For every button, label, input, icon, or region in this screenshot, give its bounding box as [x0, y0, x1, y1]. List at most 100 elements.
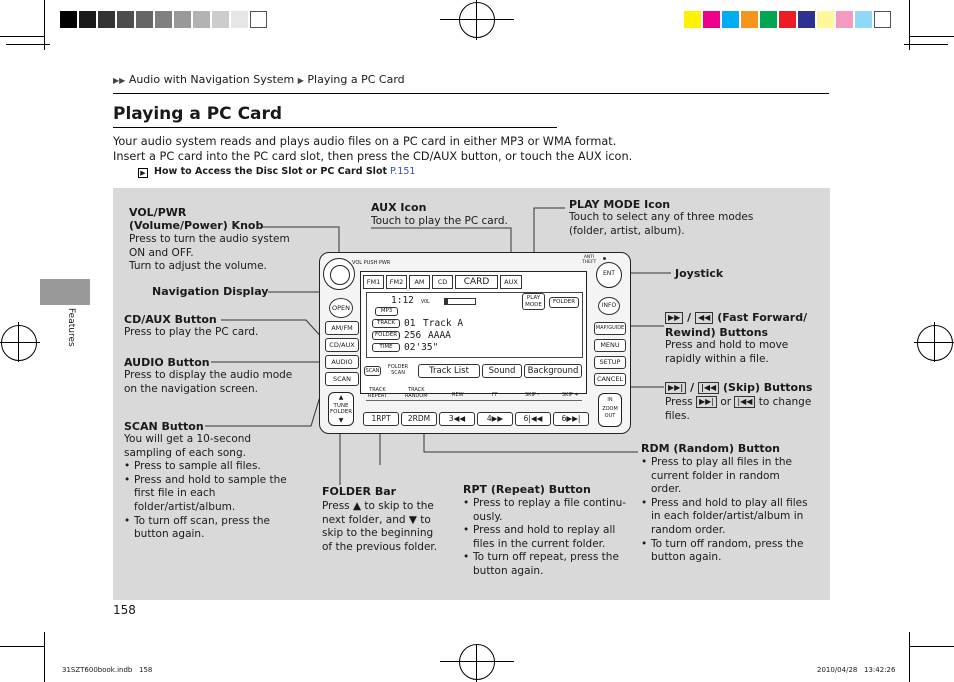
soft-folder-scan-1: FOLDER — [388, 364, 409, 370]
cd-aux-button[interactable]: CD/AUX — [325, 338, 359, 352]
setup-button[interactable]: SETUP — [594, 356, 626, 369]
breadcrumb-current: Playing a PC Card — [307, 73, 405, 86]
audio-desc-2: on the navigation screen. — [124, 382, 258, 395]
skip-desc-tail: to change — [758, 396, 812, 408]
footer-timestamp: 2010/04/28 13:42:26 — [817, 666, 896, 674]
audio-desc: Press to display the audio mode on the n… — [124, 369, 292, 396]
scan-desc-1: You will get a 10-second — [124, 433, 252, 445]
aux-icon[interactable]: AUX — [500, 275, 522, 289]
anti-theft-led — [603, 257, 606, 260]
open-button[interactable]: OPEN — [329, 298, 353, 318]
audio-button[interactable]: AUDIO — [325, 355, 359, 369]
func-track-repeat: TRACK REPEAT — [368, 387, 387, 399]
map-guide-button[interactable]: MAP/GUIDE — [594, 322, 626, 335]
anti-theft-1: ANTI — [583, 255, 595, 260]
zoom-label: ZOOM — [602, 406, 618, 412]
folder-bar-desc-4: of the previous folder. — [322, 540, 438, 553]
vol-pwr-title-2: (Volume/Power) Knob — [129, 219, 264, 232]
folder-bar-desc-2: next folder, and ▼ to — [322, 513, 431, 526]
soft-track-list[interactable]: Track List — [418, 364, 480, 378]
tab-fm2[interactable]: FM2 — [386, 275, 407, 289]
intro-line-1: Your audio system reads and plays audio … — [113, 135, 617, 148]
play-mode-icon[interactable]: PLAY MODE — [522, 293, 545, 310]
rpt-title: RPT (Repeat) Button — [463, 483, 591, 496]
tab-cd[interactable]: CD — [432, 275, 453, 289]
soft-background[interactable]: Background — [524, 364, 582, 378]
ff-rew-title-rest: (Fast Forward/ — [717, 311, 808, 324]
skip-back-icon: |◀◀ — [697, 382, 720, 394]
rdm-bullets: Press to play all files in the current f… — [641, 456, 811, 565]
ff-rew-desc: Press and hold to move rapidly within a … — [665, 339, 788, 366]
preset-4-ff[interactable]: 4▶▶ — [477, 412, 513, 426]
ff-rew-desc-1: Press and hold to move — [665, 339, 789, 351]
info-button[interactable]: INFO — [598, 297, 620, 315]
skip-desc-press: Press — [665, 396, 693, 408]
vol-pwr-desc-2: ON and OFF. — [129, 246, 194, 259]
folder-bar-desc: Press ▲ to skip to the next folder, and … — [322, 500, 437, 554]
func-track-repeat-1: TRACK — [369, 387, 386, 393]
volume-label: VOL — [421, 299, 431, 305]
rdm-desc: Press to play all files in the current f… — [641, 456, 811, 565]
skip-back-icon-inline: |◀◀ — [734, 396, 756, 408]
soft-sound[interactable]: Sound — [482, 364, 522, 378]
preset-6-skip-forward[interactable]: 6▶▶| — [553, 412, 589, 426]
track-number: 01 — [404, 318, 416, 329]
folder-bar-title: FOLDER Bar — [322, 485, 397, 498]
preset-1-rpt[interactable]: 1RPT — [363, 412, 399, 426]
skip-sep: / — [690, 381, 695, 394]
rdm-bullet-2: Press and hold to play all files in each… — [641, 497, 811, 538]
volume-bar — [444, 298, 476, 305]
folder-mode-icon[interactable]: FOLDER — [549, 297, 579, 308]
rpt-desc: Press to replay a file continu- ously. P… — [463, 497, 628, 579]
rpt-bullet-3: To turn off repeat, press the button aga… — [463, 551, 628, 578]
anti-theft-label: ANTI THEFT — [582, 255, 596, 265]
soft-folder-scan[interactable]: FOLDER SCAN — [388, 364, 408, 376]
tab-fm1[interactable]: FM1 — [363, 275, 384, 289]
ff-rew-sep: / — [687, 311, 692, 324]
breadcrumb-separator: ▶ — [297, 76, 304, 85]
reference-page-link[interactable]: P.151 — [390, 166, 416, 177]
skip-desc-2: files. — [665, 409, 690, 422]
scan-button[interactable]: SCAN — [325, 372, 359, 386]
func-skip-plus: SKIP + — [562, 392, 579, 398]
cd-aux-title: CD/AUX Button — [124, 313, 217, 326]
folder-bar[interactable]: ▲ TUNE FOLDER ▼ — [328, 392, 354, 426]
folder-bar-desc-1: Press ▲ to skip to the — [322, 500, 434, 512]
rewind-icon: ◀◀ — [695, 312, 714, 324]
func-ff: FF — [492, 392, 498, 398]
footer-file-info: 31SZT600book.indb 158 — [62, 666, 153, 674]
cross-reference[interactable]: ▶ How to Access the Disc Slot or PC Card… — [138, 166, 415, 178]
preset-3-rew[interactable]: 3◀◀ — [439, 412, 475, 426]
folder-up-icon: ▲ — [338, 394, 344, 401]
joystick[interactable]: ENT — [596, 262, 622, 288]
folder-number: 256 — [404, 330, 422, 341]
menu-button[interactable]: MENU — [594, 339, 626, 352]
folder-label: FOLDER — [329, 409, 353, 415]
skip-forward-icon: ▶▶| — [665, 382, 687, 394]
aux-icon-desc: Touch to play the PC card. — [371, 215, 508, 227]
vol-pwr-label: VOL PUSH PWR — [352, 260, 391, 266]
zoom-out-label: OUT — [604, 413, 616, 419]
preset-2-rdm[interactable]: 2RDM — [401, 412, 437, 426]
page-title: Playing a PC Card — [113, 104, 283, 124]
intro-line-2: Insert a PC card into the PC card slot, … — [113, 150, 633, 163]
side-tab — [40, 279, 90, 305]
vol-pwr-knob[interactable] — [323, 258, 355, 290]
breadcrumb-link-audio-nav[interactable]: Audio with Navigation System — [128, 73, 295, 86]
rpt-bullet-2: Press and hold to replay all files in th… — [463, 524, 628, 551]
tab-am[interactable]: AM — [409, 275, 430, 289]
soft-scan[interactable]: SCAN — [364, 366, 381, 376]
play-mode-desc: Touch to select any of three modes (fold… — [569, 211, 753, 238]
cancel-button[interactable]: CANCEL — [594, 373, 626, 386]
zoom-rocker[interactable]: IN ZOOM OUT — [598, 393, 622, 427]
scan-bullet-2: Press and hold to sample the first file … — [124, 474, 288, 515]
skip-desc-or: or — [720, 396, 732, 408]
tab-card[interactable]: CARD — [455, 275, 498, 289]
rpt-bullets: Press to replay a file continu- ously. P… — [463, 497, 628, 579]
am-fm-button[interactable]: AM/FM — [325, 321, 359, 335]
title-underline — [113, 127, 557, 128]
skip-desc: Press ▶▶| or |◀◀ to change files. — [665, 396, 811, 423]
preset-5-skip-back[interactable]: 6|◀◀ — [515, 412, 551, 426]
func-skip-minus: SKIP - — [525, 392, 540, 398]
time-tag: TIME — [372, 343, 400, 352]
